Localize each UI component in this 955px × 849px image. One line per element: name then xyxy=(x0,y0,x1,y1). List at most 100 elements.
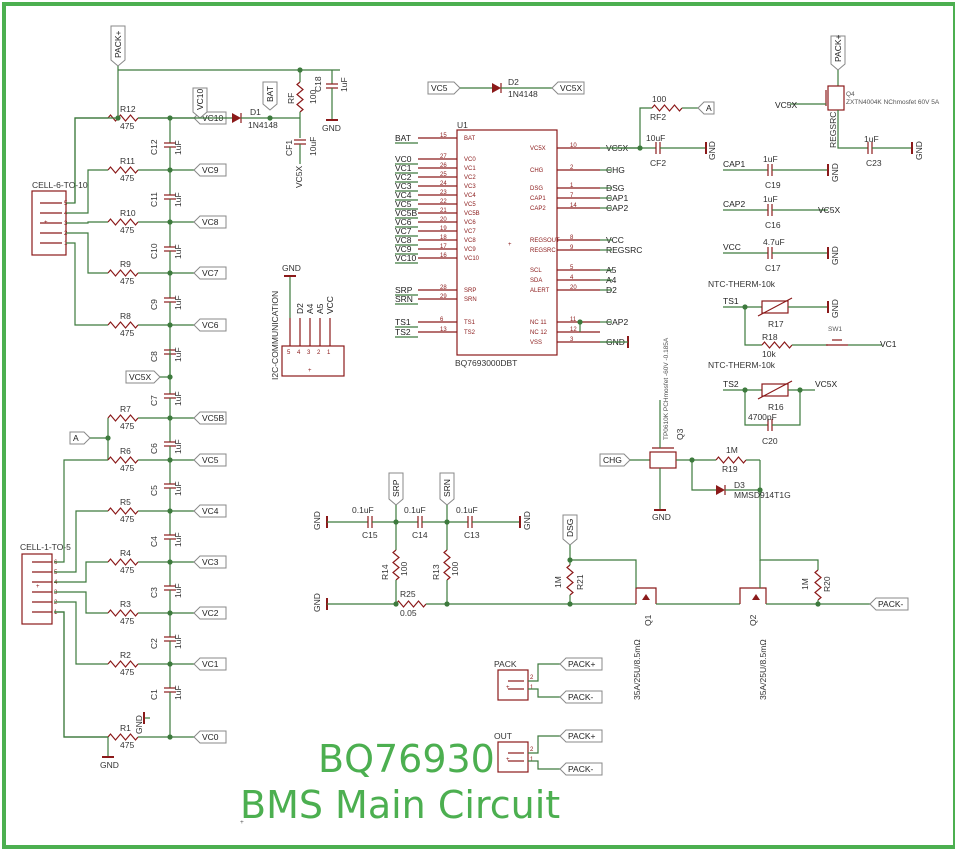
d2-diode xyxy=(492,83,502,93)
connector-pin-number: 6 xyxy=(54,560,58,566)
cell-1-5-label: CELL-1-TO-5 xyxy=(20,542,71,552)
c13-ref: C13 xyxy=(464,530,480,540)
regsrc-label: REGSRC xyxy=(828,112,838,148)
net-tag-vc4: VC4 xyxy=(193,504,227,518)
ic-pin-number: 10 xyxy=(570,143,577,149)
cell-wire xyxy=(66,169,108,214)
r21-ref: R21 xyxy=(575,574,585,590)
q4-value: ZXTN4004K NChmosfet 60V 5A xyxy=(846,99,940,106)
wire xyxy=(691,460,716,491)
cf1-value: 10uF xyxy=(308,137,318,156)
ic-pin-number: 21 xyxy=(440,208,447,214)
junction-dot xyxy=(115,115,121,121)
ic-net-left: VC9 xyxy=(395,244,412,254)
d1-value: 1N4148 xyxy=(248,120,278,130)
net-tag-pack-plus: PACK+ xyxy=(830,34,846,71)
ic-pin-number: 11 xyxy=(570,317,577,323)
c15-ref: C15 xyxy=(362,530,378,540)
cf2-ref: CF2 xyxy=(650,158,666,168)
cell-resistor xyxy=(107,114,139,122)
ic-pin-number: 13 xyxy=(440,327,447,333)
ic-pin-name: VC6 xyxy=(464,220,476,226)
title-line-2: BMS Main Circuit xyxy=(240,783,560,827)
cell-wire xyxy=(54,510,108,573)
wire xyxy=(772,390,801,426)
net-tag-label: SRN xyxy=(442,479,452,497)
r20-value: 1M xyxy=(800,578,810,590)
resistor-value: 475 xyxy=(120,121,134,131)
ic-pin-number: 26 xyxy=(440,163,447,169)
wire xyxy=(837,110,868,149)
q2-value: 35A/25U/8.5mΩ xyxy=(758,639,768,700)
c14-capacitor xyxy=(417,516,423,528)
resistor-value: 475 xyxy=(120,514,134,524)
gnd-label: GND xyxy=(830,299,840,318)
ic-pin-name: CAP1 xyxy=(530,196,546,202)
c17-ref: C17 xyxy=(765,263,781,273)
ic-pin-name: VC3 xyxy=(464,184,476,190)
ic-pin-number: 24 xyxy=(440,181,447,187)
resistor-value: 475 xyxy=(120,328,134,338)
ic-net-left: VC0 xyxy=(395,154,412,164)
c16-capacitor xyxy=(767,204,773,216)
cf1-capacitor xyxy=(294,139,306,145)
ic-pin-number: 28 xyxy=(440,285,447,291)
ic-net-left: VC6 xyxy=(395,217,412,227)
r18-ref: R18 xyxy=(762,332,778,342)
cell-resistor xyxy=(107,609,139,617)
q3-mosfet xyxy=(649,451,677,469)
junction-dot xyxy=(393,601,399,607)
net-tag-a: A xyxy=(69,431,91,445)
net-tag-label: VC5 xyxy=(431,83,448,93)
junction-dot xyxy=(167,374,173,380)
resistor-value: 475 xyxy=(120,667,134,677)
net-tag-pack-minus: PACK- xyxy=(559,762,603,776)
junction-dot xyxy=(742,304,748,310)
cell-wire xyxy=(66,232,108,274)
capacitor-value: 1uF xyxy=(173,192,183,207)
net-tag-label: A xyxy=(706,103,712,113)
resistor-ref: R11 xyxy=(120,156,135,166)
net-tag-pack-plus: PACK+ xyxy=(559,729,603,743)
connector-plus: + xyxy=(506,757,510,763)
ic-pin-number: 17 xyxy=(440,244,447,250)
gnd-label: GND xyxy=(312,511,322,530)
ic-net-left: TS2 xyxy=(395,327,411,337)
net-tag-label: VC9 xyxy=(202,165,219,175)
q4-ref: Q4 xyxy=(846,91,855,98)
ic-pin-name: SRP xyxy=(464,288,476,294)
q4-mosfet xyxy=(827,85,845,111)
connector-plus: + xyxy=(44,220,48,226)
ntc2-ref: R16 xyxy=(768,402,784,412)
connector-pin-number: 4 xyxy=(54,580,58,586)
ic-pin-name: VC5B xyxy=(464,211,480,217)
ic-net-left: VC3 xyxy=(395,181,412,191)
connector-plus: + xyxy=(506,685,510,691)
pack-connector xyxy=(497,669,529,701)
wire xyxy=(744,307,762,346)
c16-net2: VC5X xyxy=(818,205,841,215)
c19-net: CAP1 xyxy=(723,159,745,169)
c20-ref: C20 xyxy=(762,436,778,446)
net-tag-vc5x: VC5X xyxy=(125,370,161,384)
out-connector xyxy=(497,741,529,773)
ic-pin-name: NC 12 xyxy=(530,330,548,336)
connector-pin-number: 5 xyxy=(287,350,291,356)
capacitor-ref: C10 xyxy=(149,243,159,259)
net-tag-label: A xyxy=(73,433,79,443)
net-tag-label: VC5B xyxy=(202,413,225,423)
net-tag-label: VC0 xyxy=(202,732,219,742)
connector-pin-number: 2 xyxy=(54,600,58,606)
wire xyxy=(528,688,560,698)
connector-pin-number: 2 xyxy=(530,675,534,681)
r14-resistor xyxy=(392,549,400,581)
junction-dot xyxy=(637,145,643,151)
capacitor-value: 1uF xyxy=(173,481,183,496)
gnd-label: GND xyxy=(134,715,144,734)
connector-pin-number: 3 xyxy=(307,350,311,356)
net-tag-vc1: VC1 xyxy=(193,657,227,671)
q2-ref: Q2 xyxy=(748,614,758,626)
wire xyxy=(74,66,119,203)
ic-net-left: VC5B xyxy=(395,208,418,218)
capacitor-value: 1uF xyxy=(173,347,183,362)
